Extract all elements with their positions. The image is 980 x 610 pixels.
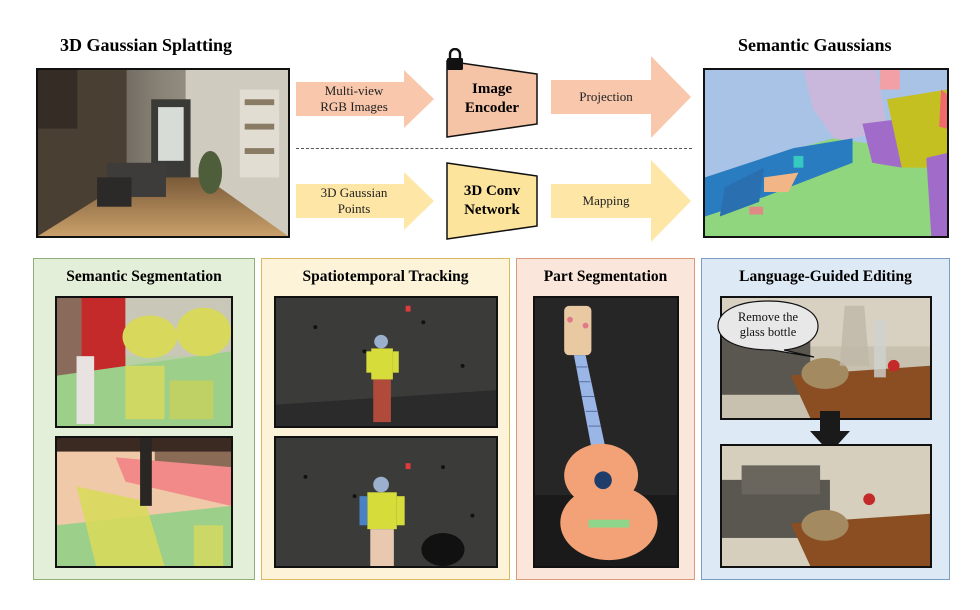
- multiview-rgb-arrow: Multi-view RGB Images: [296, 70, 434, 128]
- bubble-text-line2: glass bottle: [739, 325, 797, 339]
- title-semantic-gaussians: Semantic Gaussians: [738, 35, 892, 55]
- semantic-gaussians-scene-image: [703, 68, 949, 238]
- down-arrow-icon: [810, 411, 850, 453]
- mapping-label: Mapping: [582, 193, 630, 208]
- projection-label: Projection: [579, 89, 633, 104]
- tracking-frame-2: [274, 436, 498, 568]
- projection-arrow: Projection: [551, 56, 691, 138]
- semantic-seg-image-1: [55, 296, 233, 428]
- mapping-arrow: Mapping: [551, 160, 691, 242]
- tracking-frame-1: [274, 296, 498, 428]
- gaussian-points-label-line1: 3D Gaussian: [320, 185, 388, 200]
- multiview-label-line1: Multi-view: [324, 83, 384, 98]
- panel-title-spatiotemporal-tracking: Spatiotemporal Tracking: [302, 268, 469, 285]
- image-encoder-block: Image Encoder: [446, 60, 538, 138]
- gaussian-points-arrow: 3D Gaussian Points: [296, 172, 434, 230]
- editing-after-image: [720, 444, 932, 568]
- image-encoder-label-line1: Image: [471, 81, 512, 97]
- speech-bubble: Remove the glass bottle: [714, 299, 822, 359]
- 3d-conv-network-block: 3D Conv Network: [446, 162, 538, 240]
- panel-language-guided-editing: Language-Guided Editing Remove the glass…: [701, 258, 950, 580]
- panel-spatiotemporal-tracking: Spatiotemporal Tracking: [261, 258, 510, 580]
- 3d-conv-label-line1: 3D Conv: [463, 183, 521, 199]
- panel-title-part-segmentation: Part Segmentation: [543, 268, 668, 285]
- bubble-text-line1: Remove the: [737, 310, 799, 324]
- ukulele-part-seg-image: [533, 296, 679, 568]
- semantic-seg-image-2: [55, 436, 233, 568]
- image-encoder-label-line2: Encoder: [464, 100, 520, 116]
- pipeline-separator: [296, 148, 692, 149]
- panel-part-segmentation: Part Segmentation: [516, 258, 695, 580]
- title-3d-gaussian-splatting: 3D Gaussian Splatting: [60, 35, 233, 55]
- lock-icon: [446, 47, 464, 70]
- panel-semantic-segmentation: Semantic Segmentation: [33, 258, 255, 580]
- panel-title-language-guided-editing: Language-Guided Editing: [739, 268, 912, 285]
- gaussian-splatting-scene-image: [36, 68, 290, 238]
- panel-title-semantic-segmentation: Semantic Segmentation: [66, 268, 222, 285]
- multiview-label-line2: RGB Images: [320, 99, 388, 114]
- 3d-conv-label-line2: Network: [464, 202, 520, 218]
- gaussian-points-label-line2: Points: [337, 201, 371, 216]
